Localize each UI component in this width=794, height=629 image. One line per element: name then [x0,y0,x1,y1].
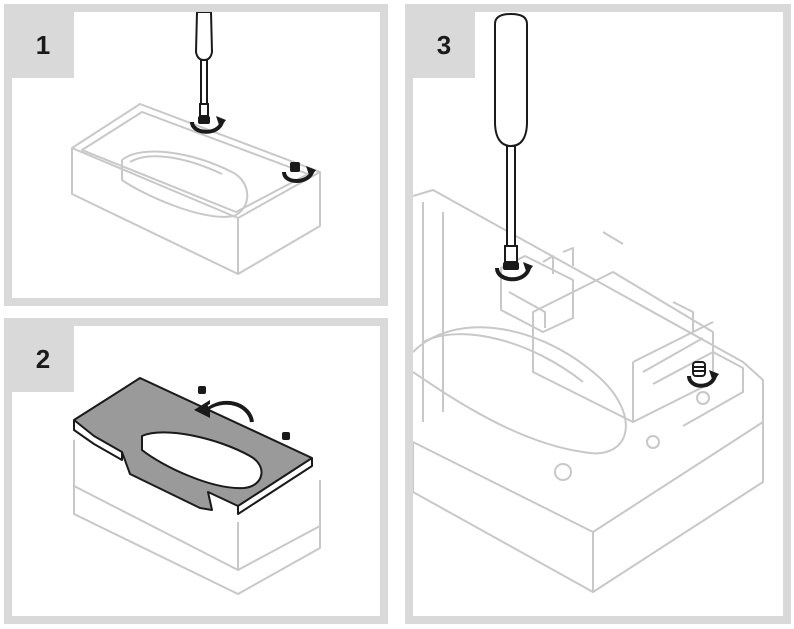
screw-icon [503,262,519,270]
step-2-illustration [73,377,321,595]
step-number: 2 [12,326,74,392]
rotate-arrow-head [306,166,316,178]
rotate-arrow-head [709,370,719,382]
step-1-illustration [71,12,321,275]
screwdriver-icon [194,12,214,117]
screwdriver-icon [494,12,528,263]
screw-icon [198,116,210,124]
step-number: 3 [413,12,475,78]
device-housing [413,189,764,593]
lift-arrow-head [194,400,210,418]
step-3-illustration [413,12,764,593]
rotate-arrow-head [216,116,226,128]
lift-arrow-outline [207,399,257,427]
screw-icon [692,361,706,377]
cover-plate [73,377,313,515]
screw-icon [290,162,300,172]
device-housing [71,103,321,275]
screw-icon [198,386,290,440]
device-housing [73,440,321,595]
lift-arrow-icon [206,400,254,423]
step-number: 1 [12,12,74,78]
rotate-arrow-head [523,262,533,274]
step-2-panel: 2 [4,318,388,624]
step-3-panel: 3 [405,4,791,624]
step-1-panel: 1 [4,4,388,306]
rotate-arrow-icon [687,375,717,388]
